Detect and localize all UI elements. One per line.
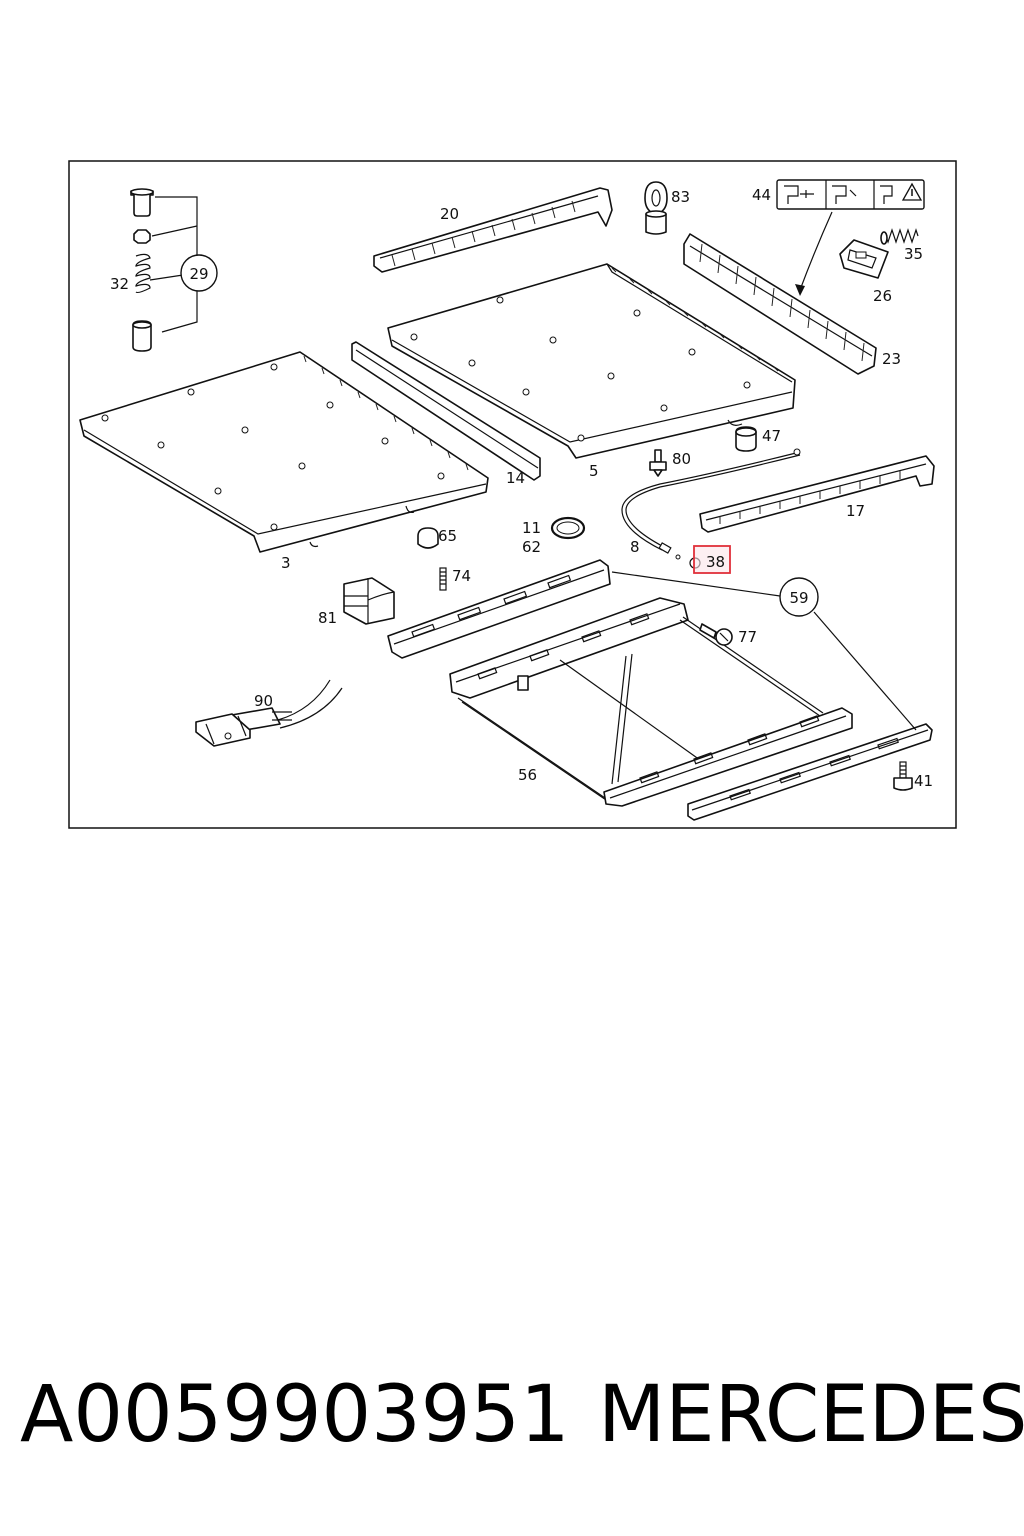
label-11: 11 [522,519,541,537]
part-26-latch[interactable] [839,239,889,279]
part-77-bolt[interactable] [699,623,733,646]
label-35: 35 [904,245,923,263]
label-5: 5 [589,462,599,480]
label-62: 62 [522,538,541,556]
part-14-strip[interactable] [351,341,541,481]
label-81: 81 [318,609,337,627]
label-17: 17 [846,502,865,520]
label-26: 26 [873,287,892,305]
part-23-housing-rail[interactable] [683,233,877,375]
callout-59 [611,571,917,731]
part-number: A0059903951 [20,1370,570,1460]
footer: A0059903951 MERCEDES [0,1370,1024,1470]
label-80: 80 [672,450,691,468]
label-44: 44 [752,186,771,204]
part-65-cap[interactable] [417,527,439,549]
label-56: 56 [518,766,537,784]
callout-circle-29 [180,254,218,292]
label-38: 38 [706,553,725,571]
label-90: 90 [254,692,273,710]
highlight-box-38 [693,545,731,574]
label-59: 59 [789,589,808,607]
label-47: 47 [762,427,781,445]
part-29-assembly[interactable] [130,188,198,352]
part-59-rail-upper[interactable] [387,559,611,659]
label-65: 65 [438,527,457,545]
part-81-block[interactable] [343,577,395,625]
part-20-rail[interactable] [373,187,613,273]
label-77: 77 [738,628,757,646]
label-41: 41 [914,772,933,790]
part-80-bolt[interactable] [649,449,667,477]
label-8: 8 [630,538,640,556]
part-56-seat-frame[interactable] [449,597,853,807]
part-47-bushing[interactable] [735,426,757,452]
part-41-screw[interactable] [893,761,913,791]
label-20: 20 [440,205,459,223]
part-38-nut[interactable] [689,545,731,574]
part-8-cable[interactable] [621,448,801,560]
part-90-strap[interactable] [195,679,343,747]
part-11-62-seal-ring[interactable] [550,516,586,540]
label-23: 23 [882,350,901,368]
part-83-eye-bolt[interactable] [644,181,668,235]
part-59-rail-lower[interactable] [687,723,933,821]
label-74: 74 [452,567,471,585]
part-5-floor-panel[interactable] [387,263,796,459]
part-44-warning-labels[interactable] [776,179,925,296]
part-3-floor-panel[interactable] [79,351,489,553]
label-14: 14 [506,469,525,487]
part-35-spring[interactable] [880,228,919,245]
label-29: 29 [189,265,208,283]
label-83: 83 [671,188,690,206]
part-17-bar[interactable] [699,455,935,533]
part-labels: 29 32 20 83 44 35 26 23 47 80 5 14 17 11… [110,186,933,790]
part-74-spring-pin[interactable] [439,567,447,591]
label-3: 3 [281,554,291,572]
label-32: 32 [110,275,129,293]
brand-name: MERCEDES [598,1370,1024,1460]
